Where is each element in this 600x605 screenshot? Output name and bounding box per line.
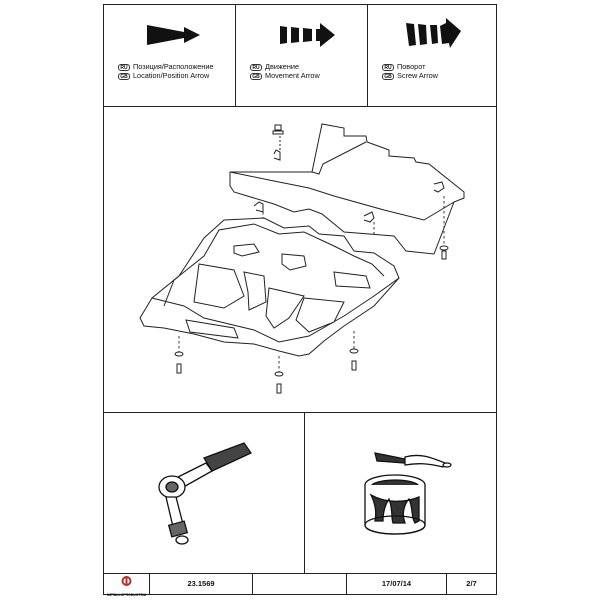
skid-plate-assembly-diagram (104, 106, 496, 412)
divider (104, 573, 496, 574)
legend-ru-text: Поворот (397, 62, 426, 72)
divider (446, 574, 447, 594)
gb-tag: GB (250, 72, 262, 80)
socket-extension (165, 496, 189, 545)
legend-gb-text: Movement Arrow (265, 71, 320, 81)
company-name: METALLOPRODUKTSIA (106, 593, 147, 597)
paint-can-brush-icon (305, 413, 496, 573)
twisted-arrow-icon (368, 15, 496, 55)
divider (149, 574, 150, 594)
blank-field (253, 574, 346, 594)
divider (346, 574, 347, 594)
ratchet-wrench-icon (104, 413, 304, 573)
legend-gb-text: Screw Arrow (397, 71, 438, 81)
segmented-arrow-icon (236, 15, 367, 55)
divider (235, 5, 236, 106)
gb-tag: GB (382, 72, 394, 80)
gb-tag: GB (118, 72, 130, 80)
legend-ru-text: Позиция/Расположение (133, 62, 214, 72)
divider (104, 412, 496, 413)
legend-ru-text: Движение (265, 62, 299, 72)
upper-bracket-plate (229, 123, 465, 255)
title-block: METALLOPRODUKTSIA 23.1569 17/07/14 2/7 (104, 574, 496, 597)
ru-tag: RU (118, 63, 130, 71)
brush (374, 452, 452, 468)
divider (252, 574, 253, 594)
legend-gb-text: Location/Position Arrow (133, 71, 210, 81)
solid-arrow-icon (104, 15, 235, 55)
part-number: 23.1569 (187, 579, 215, 588)
sheet-number: 2/7 (466, 579, 477, 588)
lower-skid-plate (139, 217, 400, 357)
divider (104, 106, 496, 107)
ratchet-handle (158, 442, 252, 499)
paint-can (364, 474, 426, 535)
ru-tag: RU (382, 63, 394, 71)
revision-date: 17/07/14 (381, 579, 412, 588)
divider (367, 5, 368, 106)
divider (304, 413, 305, 574)
company-logo: METALLOPRODUKTSIA (104, 574, 149, 597)
mounting-bolts (174, 245, 449, 394)
ru-tag: RU (250, 63, 262, 71)
